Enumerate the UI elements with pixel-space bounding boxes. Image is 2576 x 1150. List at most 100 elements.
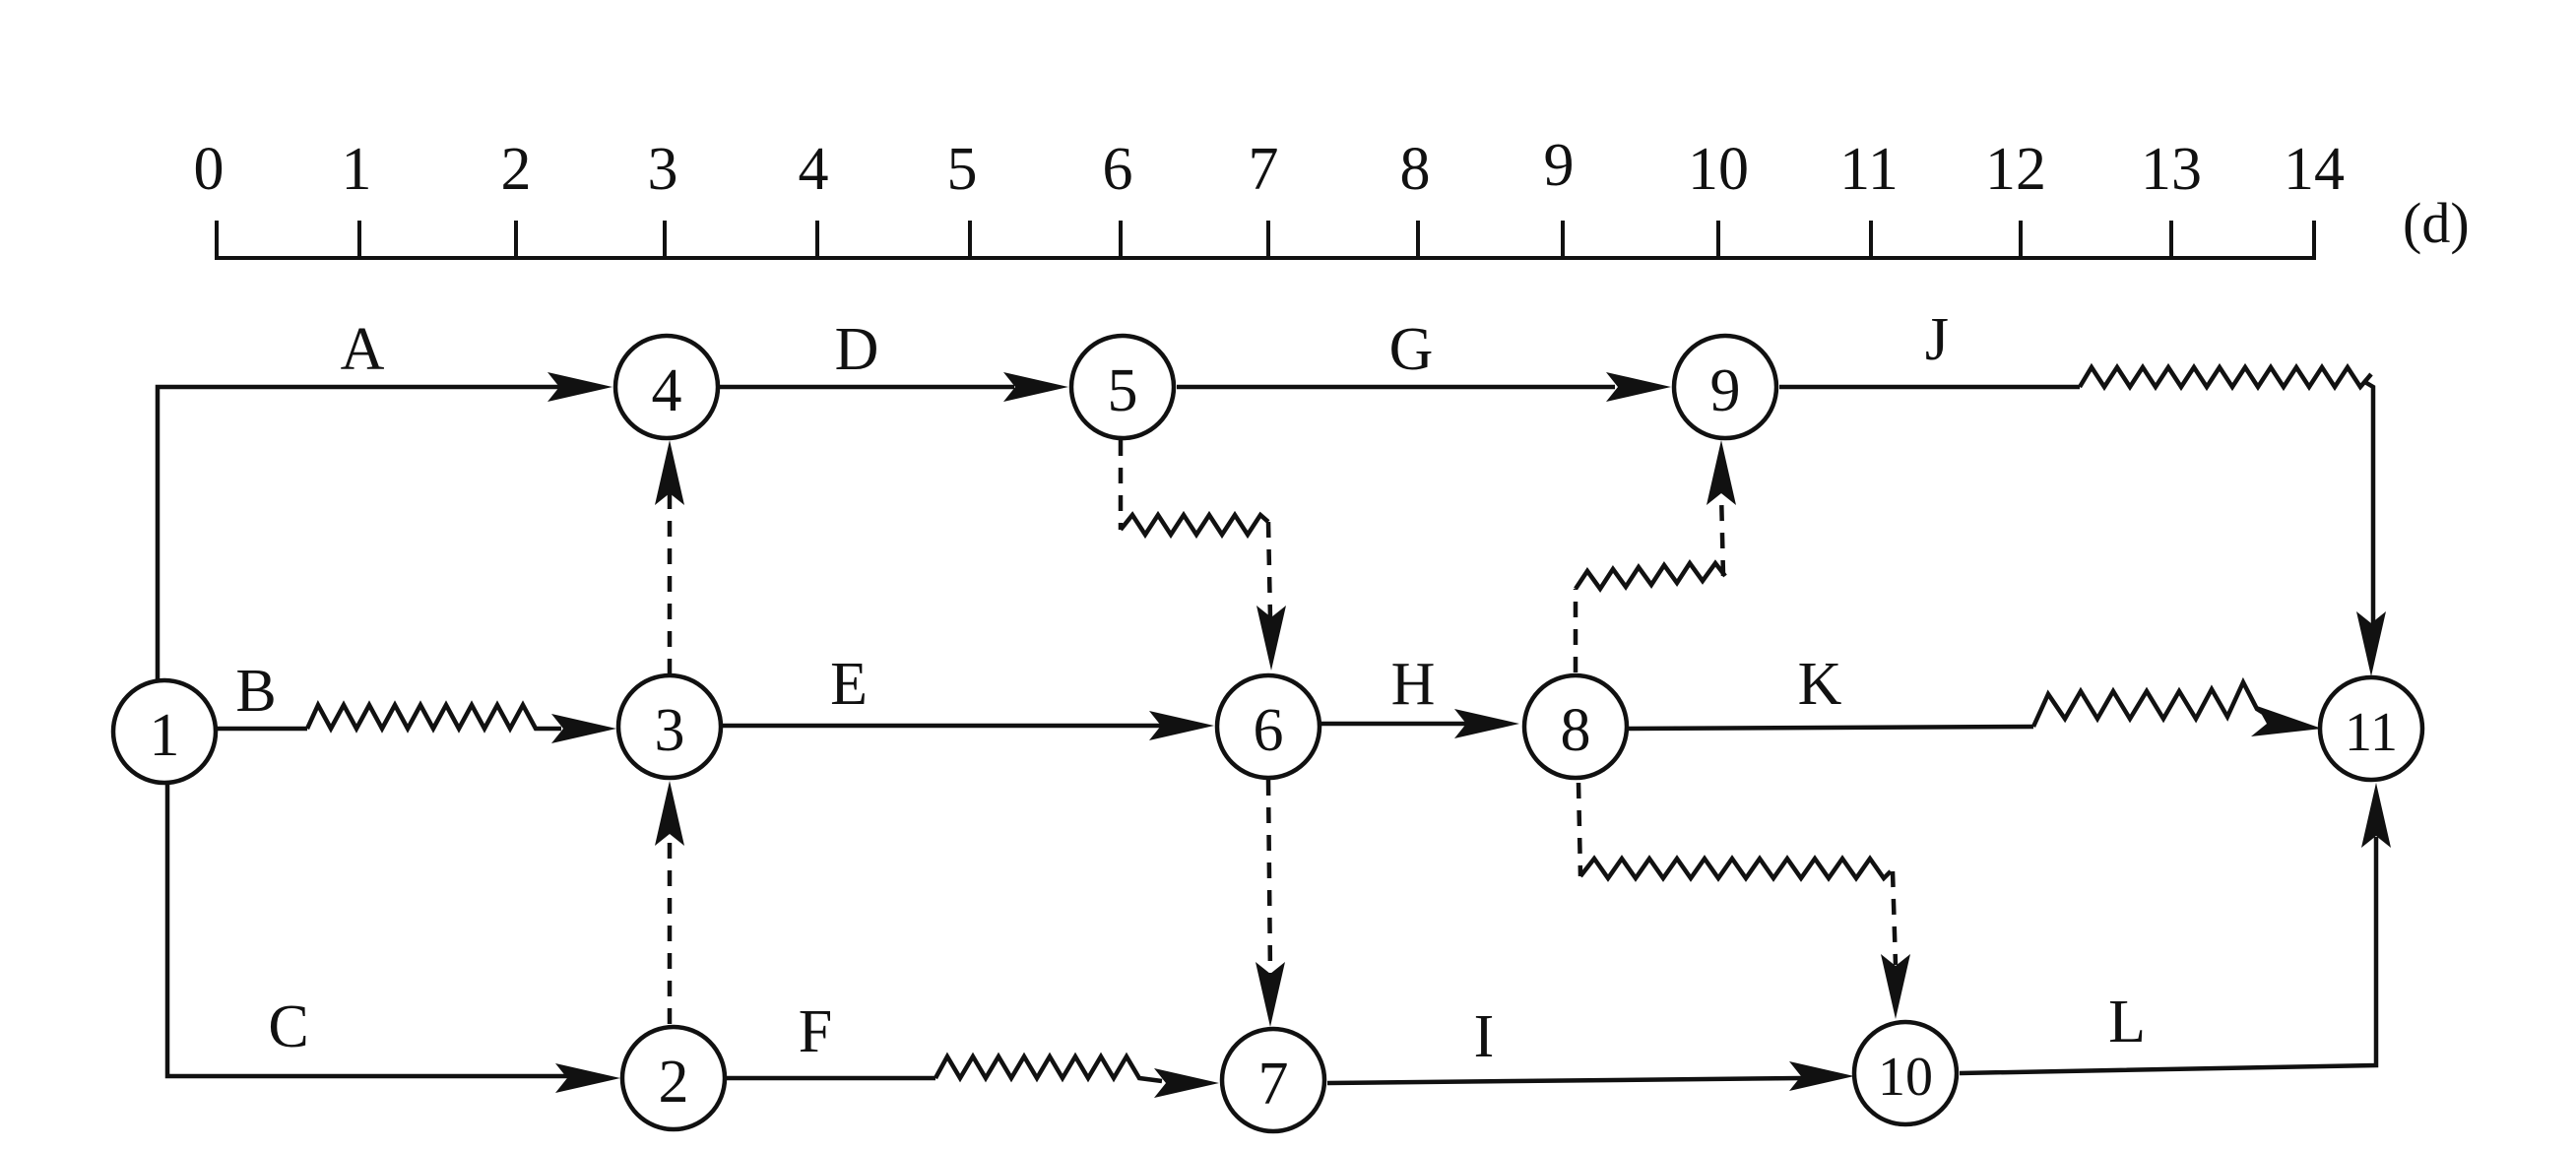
node-circle [619, 1024, 728, 1132]
dummy-8-10-line [1576, 782, 1583, 877]
node-6: 6 [1214, 672, 1322, 781]
activity-b-arrowhead [551, 714, 616, 743]
activity-d-arrowhead [1003, 372, 1068, 402]
dummy-8-9-wave [1574, 559, 1727, 593]
node-label: 4 [652, 357, 682, 424]
tick-label: 13 [2141, 136, 2202, 203]
activity-label-b: B [235, 658, 276, 725]
activity-f-arrowhead [1154, 1068, 1219, 1098]
node-circle [1068, 333, 1177, 441]
dummy-6-7-line [1265, 779, 1273, 976]
node-4: 4 [612, 333, 721, 441]
activity-f-wave [934, 1052, 1163, 1084]
node-3: 3 [615, 672, 724, 781]
activity-e-arrowhead [1149, 711, 1214, 740]
tick-label: 14 [2284, 136, 2345, 203]
node-label: 11 [2345, 702, 2398, 763]
dummy-6-7-arrowhead [1256, 962, 1285, 1027]
dummy-8-10-arrowhead [1881, 954, 1910, 1019]
dummy-5-6-arrowhead [1256, 606, 1286, 671]
activity-i-arrowhead [1789, 1061, 1854, 1091]
node-circle [1671, 333, 1779, 441]
dummy-3-4-arrowhead [655, 440, 684, 505]
tick-label: 6 [1103, 136, 1133, 203]
activity-label-l: L [2108, 989, 2146, 1055]
activity-label-f: F [799, 998, 832, 1065]
tick-label: 3 [648, 136, 678, 203]
node-label: 5 [1108, 357, 1138, 424]
activity-g-arrowhead [1606, 372, 1671, 402]
activity-label-e: E [830, 651, 868, 718]
dummy-8-10-wave [1578, 855, 1893, 882]
tick-label: 11 [1839, 136, 1899, 203]
tick-label: 10 [1688, 136, 1749, 203]
activity-label-j: J [1925, 306, 1949, 373]
node-7: 7 [1219, 1026, 1327, 1134]
activity-j-arrowhead [2356, 611, 2386, 676]
node-10: 10 [1851, 1019, 1960, 1127]
tick-label: 4 [799, 136, 829, 203]
activity-a-arrowhead [547, 372, 612, 402]
node-label: 8 [1561, 697, 1591, 764]
tick-label: 9 [1544, 132, 1575, 199]
node-label: 7 [1258, 1051, 1289, 1118]
activity-arrows [155, 362, 2391, 1098]
activity-c-line [164, 785, 569, 1079]
activity-label-c: C [268, 993, 308, 1060]
dummy-8-9-arrowhead [1707, 440, 1736, 505]
tick-label: 8 [1400, 136, 1431, 203]
node-circle [615, 672, 724, 781]
activity-i-line [1326, 1075, 1803, 1086]
node-circle [2317, 674, 2425, 783]
nodes: 1 2 3 4 5 6 7 8 [110, 333, 2425, 1134]
dummy-2-3-arrowhead [655, 781, 684, 846]
node-circle [1851, 1019, 1960, 1127]
tick-label: 12 [1985, 136, 2046, 203]
node-label: 10 [1878, 1047, 1933, 1108]
dummy-5-6-wave [1119, 510, 1270, 540]
node-8: 8 [1521, 672, 1630, 781]
tick-label: 5 [947, 136, 978, 203]
activity-labels: A B C D E F G H I J K L [235, 306, 2146, 1070]
activity-label-d: D [835, 316, 879, 383]
node-circle [1521, 672, 1630, 781]
activity-l-line [1959, 837, 2379, 1076]
activity-label-i: I [1474, 1003, 1495, 1070]
node-label: 9 [1710, 357, 1741, 424]
tick-label: 1 [342, 136, 372, 203]
tick-label: 2 [501, 136, 532, 203]
activity-label-k: K [1798, 651, 1842, 718]
node-label: 1 [150, 702, 180, 769]
node-9: 9 [1671, 333, 1779, 441]
activity-c-arrowhead [555, 1063, 620, 1093]
activity-j-wave [2078, 362, 2373, 392]
node-label: 6 [1254, 697, 1284, 764]
activity-label-g: G [1389, 316, 1434, 383]
dummy-arrows [655, 440, 1910, 1027]
timescale-labels: 0 1 2 3 4 5 6 7 8 9 10 11 12 13 14 [194, 132, 2346, 203]
node-circle [110, 677, 219, 786]
dummy-8-10-down [1890, 870, 1899, 966]
node-circle [1219, 1026, 1327, 1134]
node-5: 5 [1068, 333, 1177, 441]
timescale: 0 1 2 3 4 5 6 7 8 9 10 11 12 13 14 (d) [194, 132, 2470, 260]
node-label: 2 [659, 1049, 689, 1116]
node-circle [612, 333, 721, 441]
activity-b-wave [304, 699, 561, 734]
activity-k-wave [2030, 676, 2267, 728]
time-unit-label: (d) [2403, 191, 2470, 255]
dummy-8-9-up [1718, 491, 1726, 577]
activity-label-a: A [341, 316, 385, 383]
node-1: 1 [110, 677, 219, 786]
activity-j-down [2361, 379, 2376, 630]
tick-label: 0 [194, 136, 225, 203]
activity-a-line [155, 384, 561, 684]
node-circle [1214, 672, 1322, 781]
activity-k-arrowhead [2251, 706, 2322, 736]
node-label: 3 [655, 697, 685, 764]
timescale-ticks [215, 221, 2316, 260]
activity-h-arrowhead [1454, 709, 1519, 738]
activity-k-line [1627, 724, 2034, 732]
activity-label-h: H [1391, 651, 1436, 718]
